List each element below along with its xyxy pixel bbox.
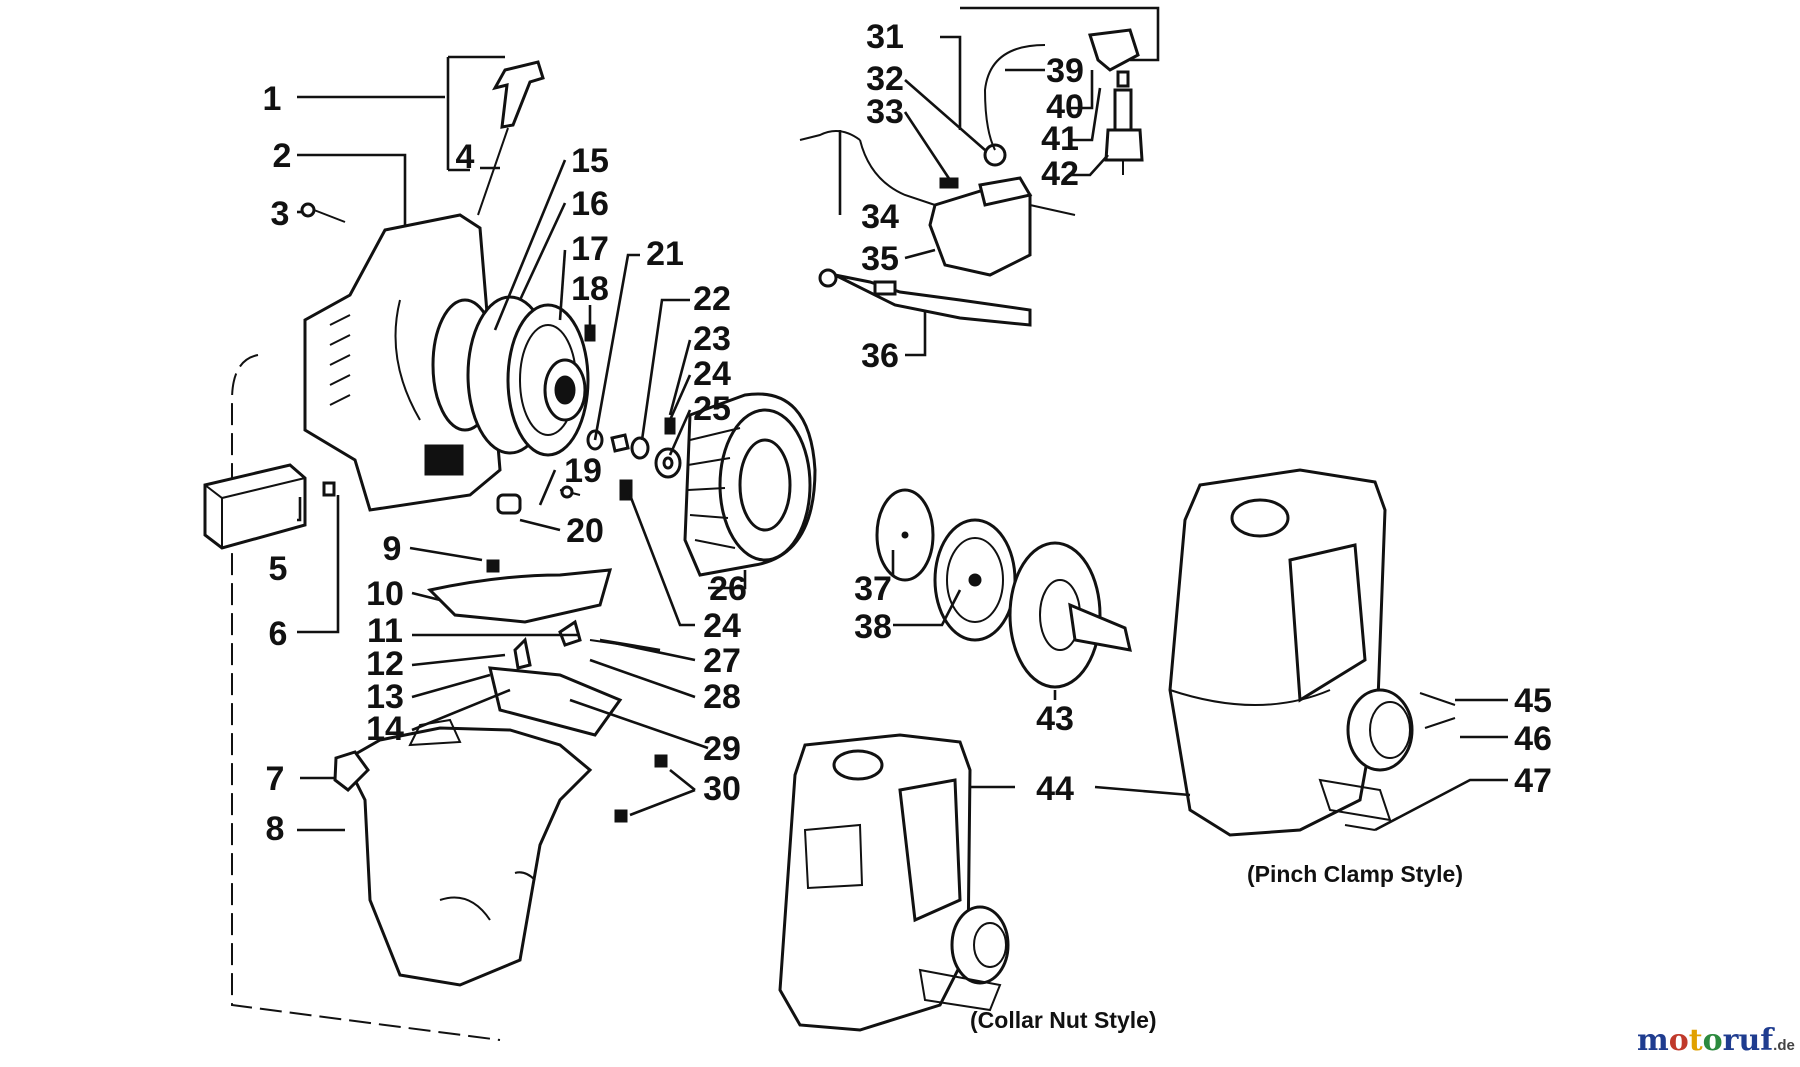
callout-numbers: 1 2 3 4 5 6 7 8 9 10 11 12 13 14 15 16 1… bbox=[263, 18, 1552, 848]
watermark-logo: motoruf.de bbox=[1637, 1023, 1795, 1058]
watermark-letter: m bbox=[1637, 1023, 1669, 1058]
callout-6: 6 bbox=[269, 615, 288, 653]
callout-23: 23 bbox=[693, 320, 731, 358]
flywheel bbox=[683, 392, 817, 577]
callout-19: 19 bbox=[564, 452, 602, 490]
callout-46: 46 bbox=[1514, 720, 1552, 758]
part-drawings bbox=[203, 28, 1456, 1041]
callout-17: 17 bbox=[571, 230, 609, 268]
callout-15: 15 bbox=[571, 142, 609, 180]
engine-housing bbox=[303, 213, 502, 512]
callout-36: 36 bbox=[861, 337, 899, 375]
spark-plug-assembly bbox=[983, 28, 1144, 175]
small-screws bbox=[496, 324, 596, 515]
callout-25: 25 bbox=[693, 390, 731, 428]
callout-43: 43 bbox=[1036, 700, 1074, 738]
callout-12: 12 bbox=[366, 645, 404, 683]
callout-28: 28 bbox=[703, 678, 741, 716]
callout-32: 32 bbox=[866, 60, 904, 98]
callout-24: 24 bbox=[693, 355, 731, 393]
washers-nuts bbox=[586, 417, 682, 501]
pinch-clamp-housing bbox=[1168, 468, 1456, 837]
watermark-letter: t bbox=[1689, 1023, 1703, 1058]
style-captions: (Pinch Clamp Style) (Collar Nut Style) bbox=[970, 861, 1463, 1033]
watermark-letter: r bbox=[1723, 1023, 1740, 1058]
ignition-module bbox=[799, 130, 1076, 277]
starter-pulley bbox=[431, 295, 590, 457]
throttle-rod bbox=[818, 268, 1032, 327]
callout-42: 42 bbox=[1041, 155, 1079, 193]
callout-1: 1 bbox=[263, 80, 282, 118]
callout-7: 7 bbox=[266, 760, 285, 798]
callout-41: 41 bbox=[1041, 120, 1079, 158]
callout-20: 20 bbox=[566, 512, 604, 550]
callout-37: 37 bbox=[854, 570, 892, 608]
callout-10: 10 bbox=[366, 575, 404, 613]
callout-9: 9 bbox=[383, 530, 402, 568]
callout-16: 16 bbox=[571, 185, 609, 223]
callout-44: 44 bbox=[1036, 770, 1074, 808]
callout-45: 45 bbox=[1514, 682, 1552, 720]
watermark-letter: u bbox=[1738, 1023, 1760, 1058]
callout-21: 21 bbox=[646, 235, 684, 273]
caption-pinch-clamp-style: (Pinch Clamp Style) bbox=[1247, 861, 1463, 887]
callout-27: 27 bbox=[703, 642, 741, 680]
callout-13: 13 bbox=[366, 678, 404, 716]
callout-11: 11 bbox=[367, 612, 403, 650]
callout-40: 40 bbox=[1046, 88, 1084, 126]
clutch-assembly bbox=[875, 488, 1132, 689]
callout-3: 3 bbox=[271, 195, 290, 233]
callout-38: 38 bbox=[854, 608, 892, 646]
housing-bolt bbox=[300, 202, 346, 223]
callout-39: 39 bbox=[1046, 52, 1084, 90]
callout-30: 30 bbox=[703, 770, 741, 808]
caption-collar-nut-style: (Collar Nut Style) bbox=[970, 1007, 1157, 1033]
callout-24-repeat: 24 bbox=[703, 607, 741, 645]
callout-33: 33 bbox=[866, 93, 904, 131]
watermark-letter: o bbox=[1703, 1023, 1723, 1058]
starter-handle bbox=[477, 60, 545, 216]
watermark-text: motoruf.de bbox=[1637, 1023, 1795, 1058]
callout-2: 2 bbox=[273, 137, 292, 175]
callout-47: 47 bbox=[1514, 762, 1552, 800]
watermark-letter: o bbox=[1669, 1023, 1689, 1058]
callout-29: 29 bbox=[703, 730, 741, 768]
air-filter bbox=[203, 463, 336, 550]
callout-18: 18 bbox=[571, 270, 609, 308]
callout-34: 34 bbox=[861, 198, 899, 236]
callout-35: 35 bbox=[861, 240, 899, 278]
callout-31: 31 bbox=[866, 18, 904, 56]
watermark-suffix: .de bbox=[1773, 1037, 1795, 1054]
watermark-letter: f bbox=[1760, 1023, 1775, 1058]
callout-26: 26 bbox=[709, 570, 747, 608]
watermark-name: motoruf bbox=[1637, 1023, 1775, 1058]
collar-nut-housing bbox=[778, 733, 1010, 1032]
callout-14: 14 bbox=[366, 710, 404, 748]
leader-lines bbox=[297, 6, 1508, 832]
callout-8: 8 bbox=[266, 810, 285, 848]
callout-5: 5 bbox=[269, 550, 288, 588]
callout-22: 22 bbox=[693, 280, 731, 318]
callout-4: 4 bbox=[456, 138, 475, 176]
